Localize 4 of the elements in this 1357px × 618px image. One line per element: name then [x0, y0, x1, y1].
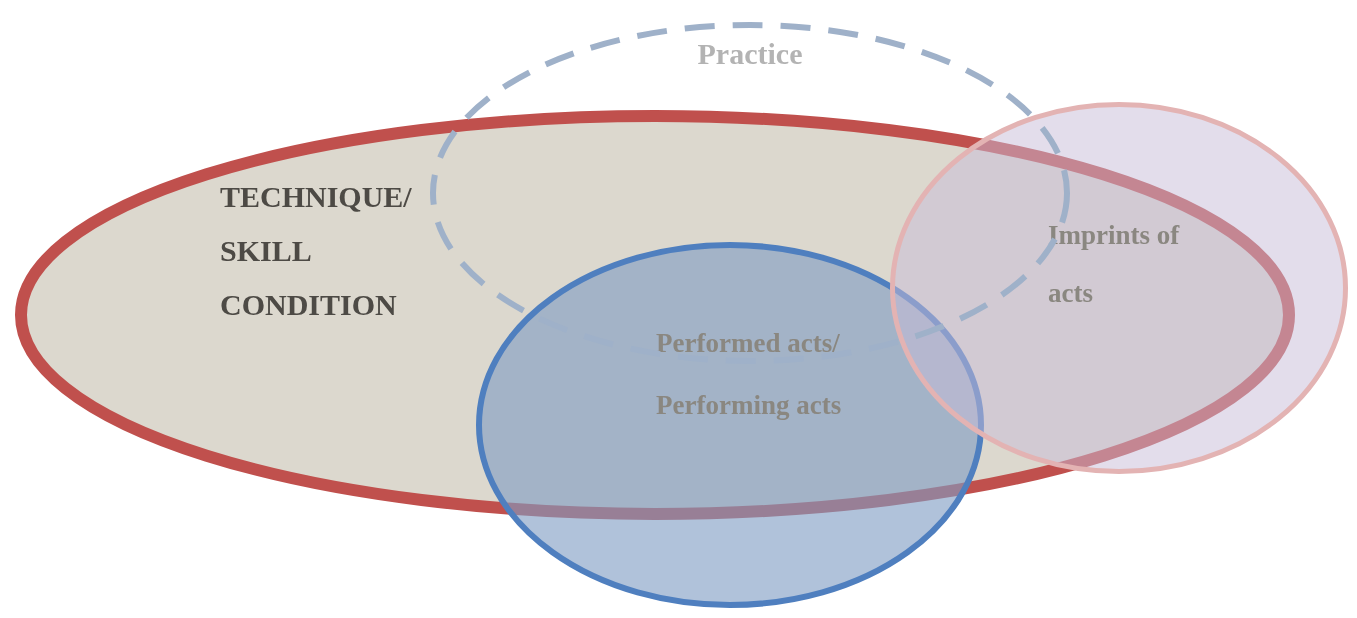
set-label: Practice — [696, 36, 804, 72]
set-label: Imprints of acts — [1048, 219, 1181, 310]
set-label: Performed acts/ Performing acts — [656, 327, 843, 422]
set-label: TECHNIQUE/ SKILL CONDITION — [220, 179, 413, 323]
